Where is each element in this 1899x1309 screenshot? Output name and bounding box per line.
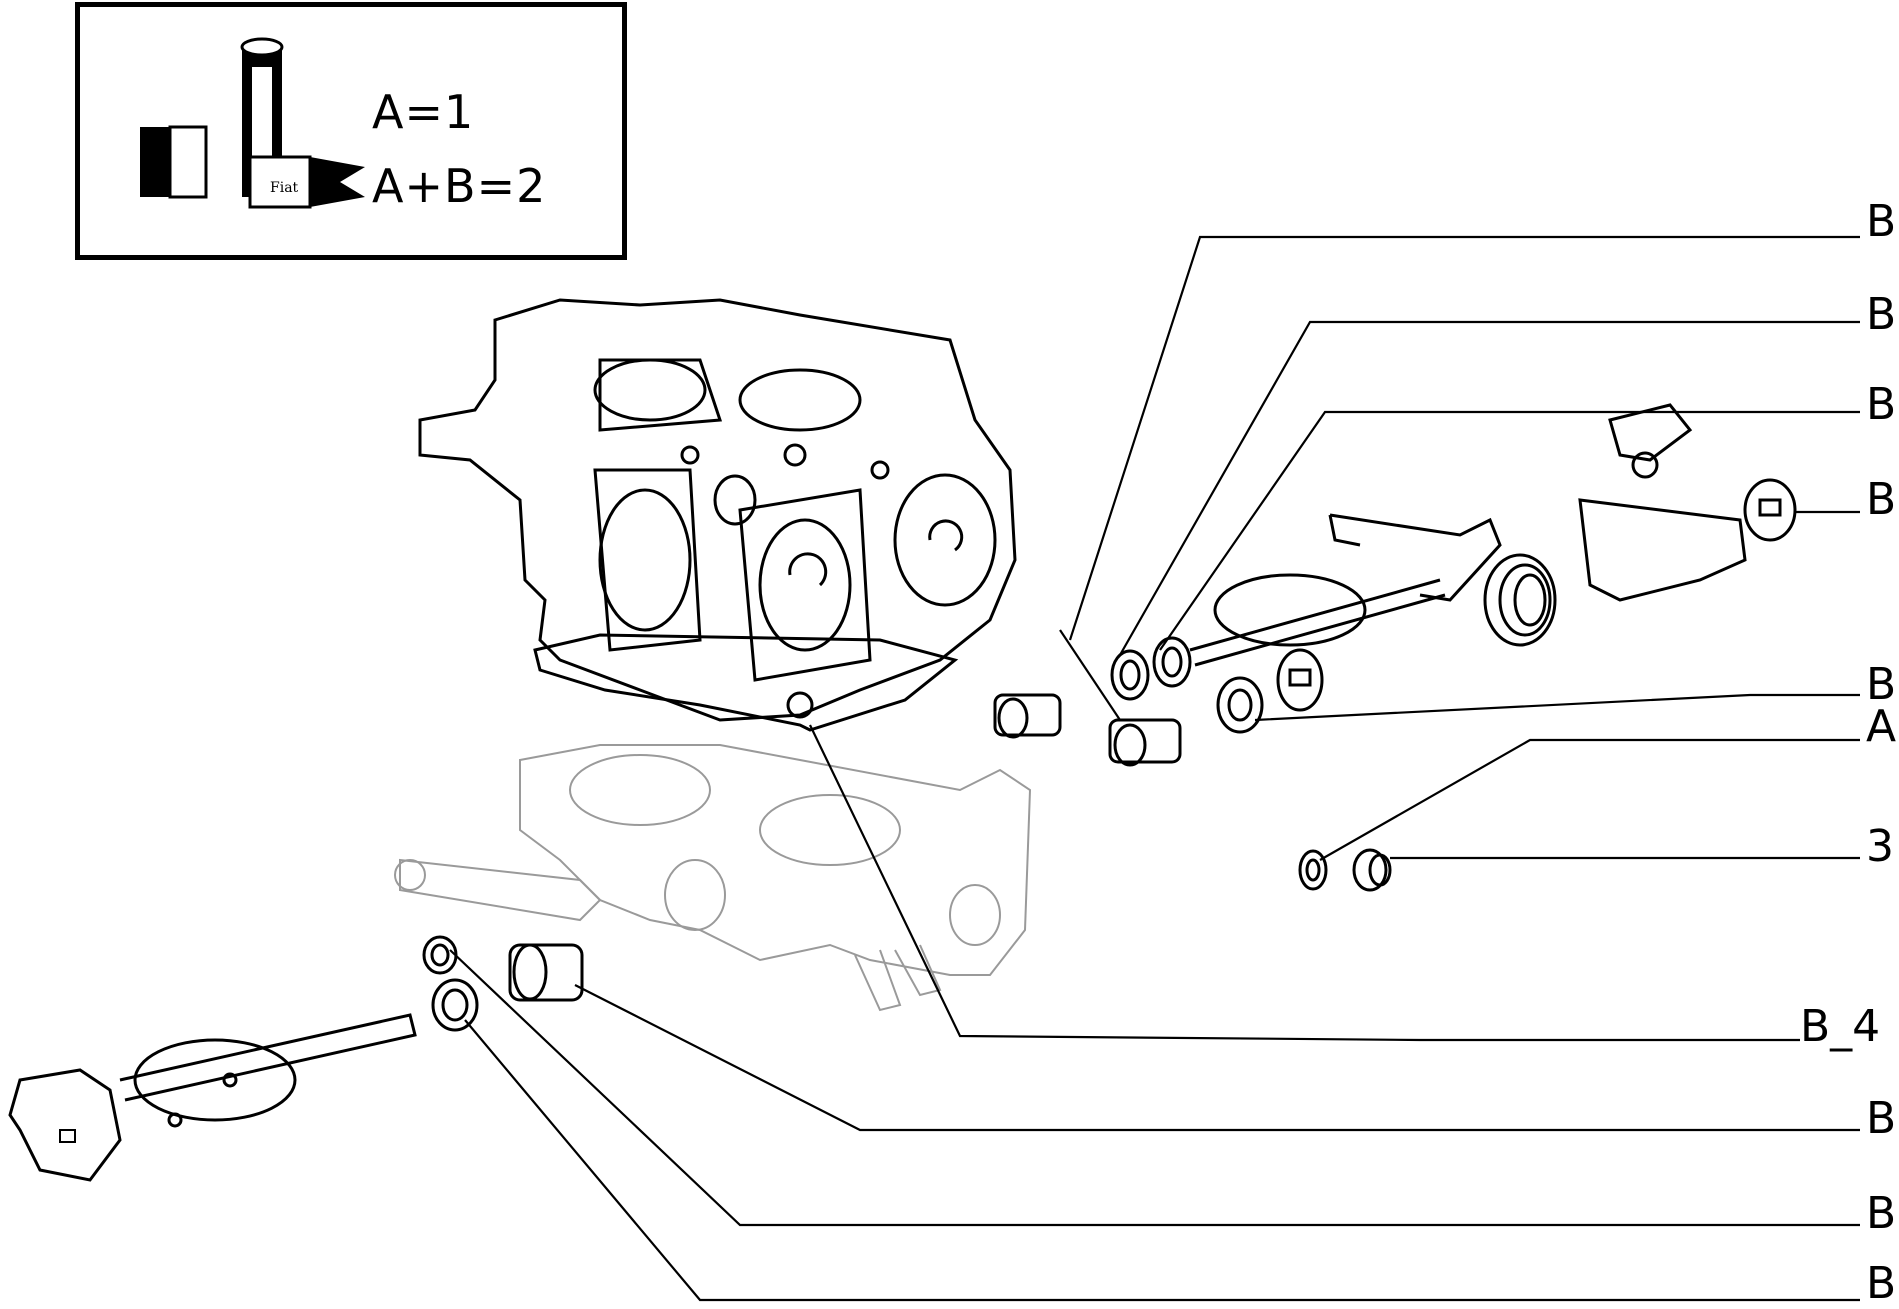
callout-b6: B <box>1866 1093 1897 1144</box>
seal-cup <box>1216 676 1264 734</box>
callout-b1: B <box>1866 196 1897 247</box>
callout-3: 3 <box>1866 821 1894 872</box>
throttle-shaft-upper <box>1189 513 1502 667</box>
gasket <box>533 633 959 732</box>
legend-box: Fiat A=1 A+B=2 <box>75 2 627 260</box>
legend-line-ab: A+B=2 <box>372 159 547 213</box>
washer <box>1276 648 1324 712</box>
callout-b2: B <box>1866 289 1897 340</box>
seal-ring-2 <box>1152 636 1192 688</box>
throttle-shaft-lower <box>8 1013 417 1182</box>
legend-line-a: A=1 <box>372 85 475 139</box>
lower-seal-1 <box>422 935 458 975</box>
return-spring <box>1483 553 1557 647</box>
bush-1 <box>993 693 1062 739</box>
callout-b8: B <box>1866 1258 1897 1309</box>
carburettor-upper-body <box>418 298 1017 722</box>
small-bush-3 <box>1352 848 1392 892</box>
lower-bush <box>508 943 584 1002</box>
callout-b7: B <box>1866 1188 1897 1239</box>
bush-2 <box>1108 718 1182 767</box>
throttle-body-lower <box>394 744 1032 1012</box>
callout-a1: A <box>1866 701 1897 752</box>
seal-ring-1 <box>1110 649 1150 701</box>
lower-seal-2 <box>431 978 479 1032</box>
callout-b-4: B_4 <box>1800 1001 1881 1052</box>
lever-washer <box>1743 478 1797 542</box>
fiat-product-icon: Fiat <box>140 37 365 209</box>
throttle-lever <box>1578 403 1747 602</box>
small-ring-a <box>1298 849 1328 891</box>
callout-b3: B <box>1866 379 1897 430</box>
callout-b5: B <box>1866 659 1897 710</box>
fiat-brand-text: Fiat <box>270 180 299 196</box>
callout-b4: B <box>1866 474 1897 525</box>
leader-lines <box>449 235 1860 1302</box>
